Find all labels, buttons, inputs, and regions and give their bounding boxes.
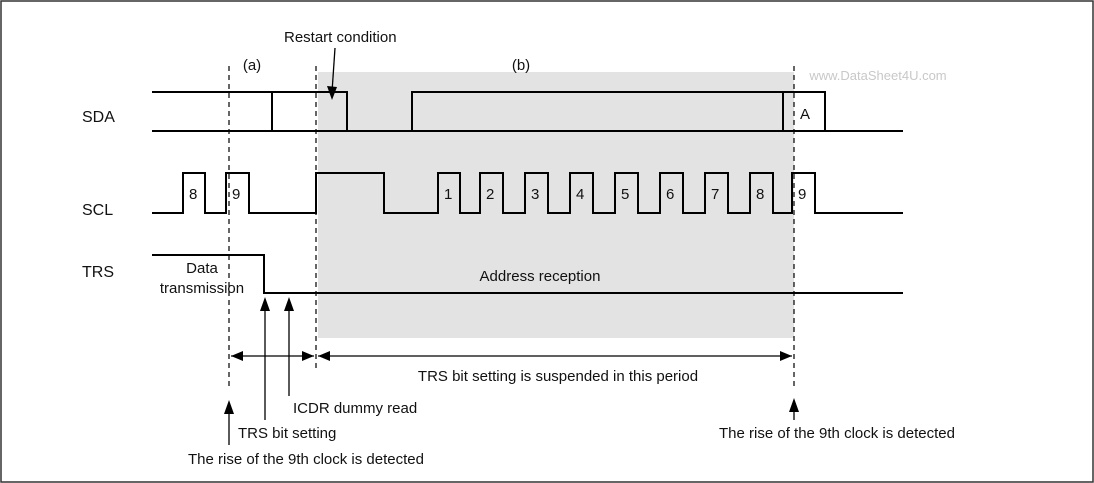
scl-label: SCL <box>82 202 113 219</box>
trs-data-label-line1: Data <box>186 260 218 277</box>
shaded-period-b <box>318 72 794 338</box>
scl-pulse-label: 8 <box>756 186 764 203</box>
trs-data-label-line2: transmission <box>160 280 244 297</box>
sda-bus-left <box>152 91 273 132</box>
scl-pulse-label: 6 <box>666 186 674 203</box>
span-a-head-right <box>302 351 314 361</box>
scl-pulse-label: 8 <box>189 186 197 203</box>
scl-waveform <box>152 172 903 214</box>
icdr-arrowhead <box>284 297 294 311</box>
trs-arrows <box>260 297 294 420</box>
rise-right-arrowhead <box>789 398 799 412</box>
address-reception-label: Address reception <box>480 268 601 285</box>
scl-pulse-label: 9 <box>798 186 806 203</box>
scl-pulse-label: 5 <box>621 186 629 203</box>
scl-pulse-label: 2 <box>486 186 494 203</box>
icdr-dummy-read-label: ICDR dummy read <box>293 400 417 417</box>
span-arrows <box>231 351 792 361</box>
scl-pulse-label: 9 <box>232 186 240 203</box>
span-b-head-right <box>780 351 792 361</box>
trs-bit-setting-label: TRS bit setting <box>238 425 336 442</box>
rise-left-label: The rise of the 9th clock is detected <box>188 451 424 468</box>
trs-waveform <box>152 254 903 294</box>
restart-arrow <box>331 47 336 93</box>
rise-left-arrowhead <box>224 400 234 414</box>
sda-waveform: A <box>152 91 903 132</box>
rise-right-label: The rise of the 9th clock is detected <box>719 425 955 442</box>
scl-pulse-label: 3 <box>531 186 539 203</box>
scl-pulse-label: 4 <box>576 186 584 203</box>
trs-label: TRS <box>82 264 114 281</box>
sda-ack-top <box>783 91 826 131</box>
sda-ack-label: A <box>800 106 810 123</box>
trs-setting-arrowhead <box>260 297 270 311</box>
span-a-head-left <box>231 351 243 361</box>
period-a-label: (a) <box>243 57 261 74</box>
scl-pulse-label: 7 <box>711 186 719 203</box>
watermark: www.DataSheet4U.com <box>808 68 946 83</box>
suspended-label: TRS bit setting is suspended in this per… <box>418 368 698 385</box>
sda-label: SDA <box>82 109 115 126</box>
restart-condition-label: Restart condition <box>284 29 397 46</box>
period-b-label: (b) <box>512 57 530 74</box>
scl-pulse-label: 1 <box>444 186 452 203</box>
span-b-head-left <box>318 351 330 361</box>
scl-pulse-labels: 8 9 1 2 3 4 5 6 7 8 9 <box>189 186 806 203</box>
